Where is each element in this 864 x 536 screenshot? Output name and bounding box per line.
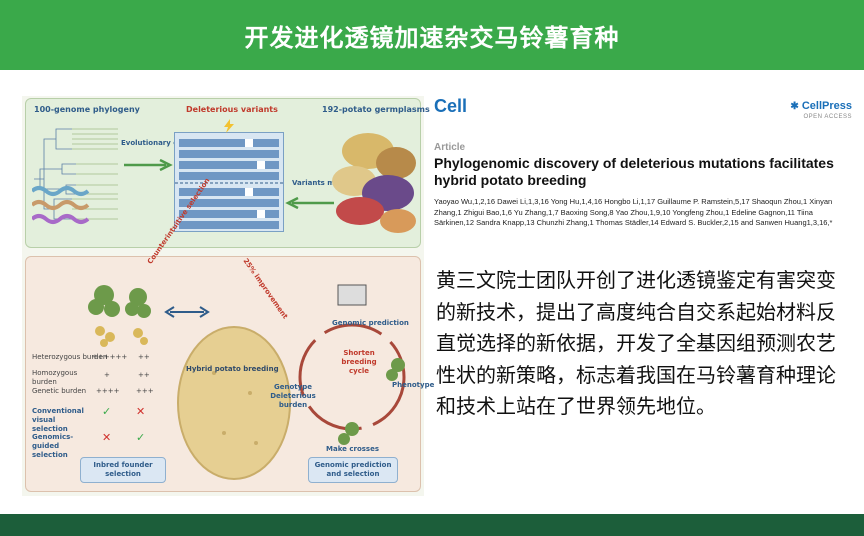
improvement-label: 25% improvement (241, 257, 290, 321)
genotype-label: Genotype Deleterious burden (270, 383, 316, 409)
chromosome-wave-icon (32, 186, 90, 224)
paper-title: Phylogenomic discovery of deleterious mu… (434, 155, 834, 188)
cell-logo: Cell (434, 96, 468, 116)
heterozygous-label: Heterozygous burden (32, 353, 108, 361)
check-icon: ✓ (102, 405, 112, 418)
check-icon: ✓ (136, 431, 146, 444)
cellpress-icon: ✱ (790, 101, 799, 112)
hom-marks-2: ++ (138, 371, 150, 379)
genomics-guided-label: Genomics-guided selection (32, 433, 74, 459)
cross-icon: ✕ (102, 431, 112, 444)
breeding-cycle-icon (298, 284, 406, 445)
conventional-label: Conventional visual selection (32, 407, 84, 433)
open-access-label: OPEN ACCESS (803, 114, 852, 120)
germplasms-label: 192-potato germplasms (322, 105, 430, 114)
evolutionary-label: Evolutionary constraint (121, 139, 214, 147)
cross-icon: ✕ (136, 405, 146, 418)
author-list: Yaoyao Wu,1,2,16 Dawei Li,1,3,16 Yong Hu… (434, 197, 833, 227)
shorten-cycle-label: Shorten breeding cycle (341, 349, 377, 375)
potato-plant-icon (88, 285, 151, 347)
arrow-left-icon (285, 197, 334, 209)
abstract-top-panel: 100-genome phylogeny Deleterious variant… (25, 98, 430, 248)
cellpress-logo: ✱ CellPress (790, 100, 852, 112)
make-crosses-label: Make crosses (326, 445, 379, 453)
page-title: 开发进化透镜加速杂交马铃薯育种 (244, 23, 620, 52)
genetic-label: Genetic burden (32, 387, 87, 395)
title-bar: 开发进化透镜加速杂交马铃薯育种 (0, 0, 864, 70)
hybrid-breeding-label: Hybrid potato breeding (186, 365, 279, 373)
lightning-icon (224, 119, 234, 133)
paper-header: Cell ✱ CellPress OPEN ACCESS Article Phy… (434, 96, 854, 246)
summary-text: 黄三文院士团队开创了进化透镜鉴定有害突变的新技术，提出了高度纯合自交系起始材料反… (436, 268, 836, 418)
deleterious-label: Deleterious variants (186, 105, 278, 114)
phenotype-label: Phenotype (392, 381, 435, 389)
homozygous-label: Homozygous burden (32, 369, 78, 386)
variants-map-label: Variants map (292, 179, 345, 187)
gen-marks-2: +++ (136, 387, 154, 395)
het-marks-2: ++ (138, 353, 150, 361)
graphical-abstract: 100-genome phylogeny Deleterious variant… (22, 96, 434, 496)
potato-germplasm-icon (332, 133, 416, 233)
double-arrow-icon (164, 306, 210, 318)
hybrid-potato-icon (177, 326, 291, 480)
sequence-alignment-grid (174, 132, 285, 232)
hom-marks-1: + (104, 371, 110, 379)
inbred-founder-box: Inbred founder selection (80, 457, 166, 483)
genomic-prediction-label: Genomic prediction (332, 319, 409, 327)
bottom-bar (0, 514, 864, 536)
abstract-bottom-panel: Counterintuitive selection 25% improveme… (25, 177, 434, 492)
gen-marks-1: ++++ (96, 387, 120, 395)
genomic-selection-box: Genomic prediction and selection (308, 457, 398, 483)
arrow-right-icon (124, 159, 173, 171)
article-label: Article (434, 142, 466, 153)
phylogeny-label: 100-genome phylogeny (34, 105, 140, 114)
het-marks-1: ++++++ (92, 353, 128, 361)
